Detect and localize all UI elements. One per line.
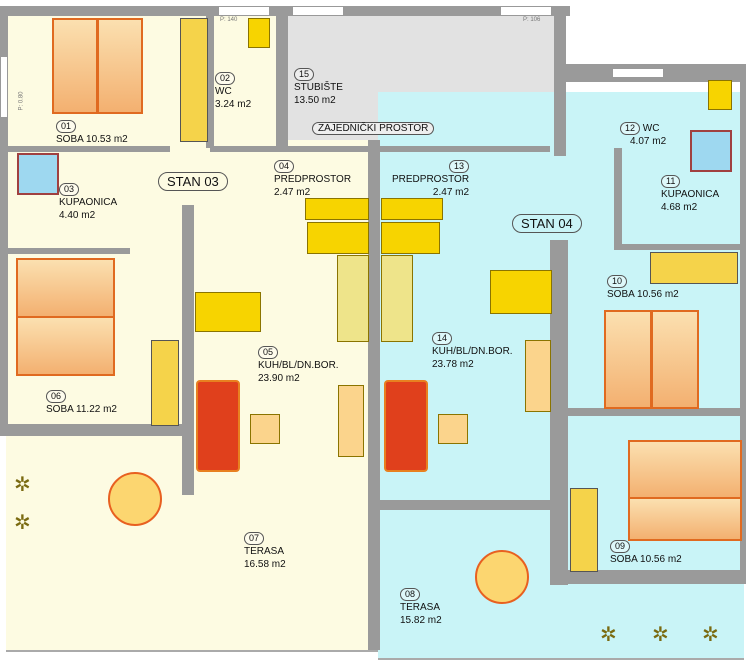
apartment-label: STAN 04	[512, 214, 582, 233]
bed	[97, 18, 143, 114]
wardrobe	[570, 488, 598, 572]
window-note: P: 106	[523, 17, 541, 23]
washer	[248, 18, 270, 48]
wall	[206, 6, 214, 148]
wall	[566, 570, 746, 584]
plant-icon: ✲	[652, 624, 669, 646]
shower-icon	[690, 130, 732, 172]
wardrobe	[180, 18, 208, 142]
wall	[740, 80, 746, 580]
window	[500, 6, 552, 16]
sofa	[196, 380, 240, 472]
wall	[0, 248, 130, 254]
counter	[305, 198, 369, 220]
coffee-table	[438, 414, 468, 444]
dining-table	[195, 292, 261, 332]
bed	[604, 310, 652, 409]
bed	[16, 258, 115, 318]
counter	[381, 198, 443, 220]
party-wall	[368, 140, 380, 650]
wall	[550, 240, 568, 585]
counter	[381, 222, 440, 254]
coffee-table	[250, 414, 280, 444]
wardrobe	[650, 252, 738, 284]
stove	[381, 255, 413, 342]
wall	[0, 6, 8, 426]
window	[0, 56, 8, 118]
bed	[16, 316, 115, 376]
wall	[276, 6, 288, 148]
patio-table	[108, 472, 162, 526]
plant-icon: ✲	[14, 474, 31, 496]
wall	[614, 148, 622, 248]
tv-unit	[338, 385, 364, 457]
patio-table	[475, 550, 529, 604]
shower-icon	[17, 153, 59, 195]
window	[218, 6, 270, 16]
railing	[378, 658, 744, 660]
dining-table	[490, 270, 552, 314]
window	[292, 6, 344, 16]
washer	[708, 80, 732, 110]
sofa	[384, 380, 428, 472]
wall	[554, 6, 566, 156]
window-note: P: 140	[220, 17, 238, 23]
tv-unit	[525, 340, 551, 412]
bed	[628, 497, 742, 541]
bed	[651, 310, 699, 409]
counter	[307, 222, 369, 254]
wall	[566, 408, 746, 416]
plant-icon: ✲	[702, 624, 719, 646]
window-note: P: 0.80	[18, 91, 25, 111]
bed	[52, 18, 98, 114]
railing	[6, 650, 378, 652]
wall	[0, 146, 170, 152]
wall	[0, 424, 185, 436]
wardrobe	[151, 340, 179, 426]
window	[612, 68, 664, 78]
stove	[337, 255, 369, 342]
apartment-label: STAN 03	[158, 172, 228, 191]
wall	[210, 146, 550, 152]
wall	[614, 244, 746, 250]
bed	[628, 440, 742, 499]
plant-icon: ✲	[600, 624, 617, 646]
wall	[378, 500, 550, 510]
common-area-label: ZAJEDNIČKI PROSTOR	[312, 122, 435, 135]
plant-icon: ✲	[14, 512, 31, 534]
wall	[182, 205, 194, 495]
